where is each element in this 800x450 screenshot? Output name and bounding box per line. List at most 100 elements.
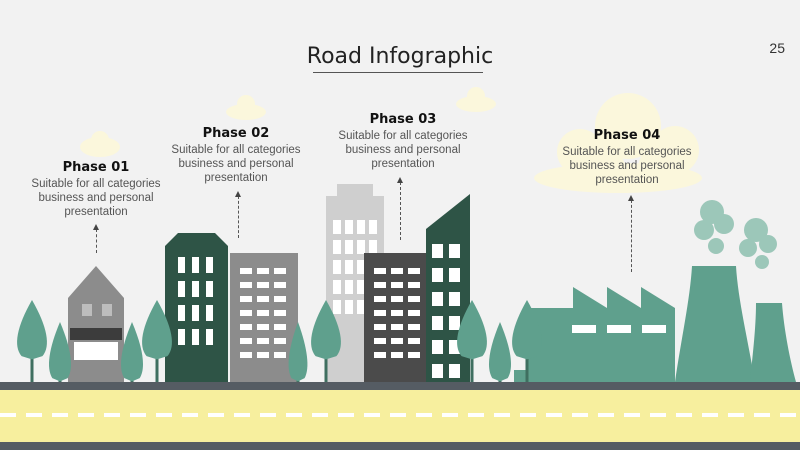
window — [206, 329, 213, 345]
window — [408, 268, 420, 274]
window — [257, 352, 269, 358]
phase-04: Phase 04 Suitable for all categories bus… — [547, 128, 707, 187]
window — [369, 220, 377, 234]
window — [206, 305, 213, 321]
window — [391, 324, 403, 330]
tree-icon — [512, 300, 542, 360]
window — [374, 338, 386, 344]
window — [357, 280, 365, 294]
window — [432, 244, 443, 258]
window — [391, 282, 403, 288]
window — [449, 292, 460, 306]
window — [432, 340, 443, 354]
window — [240, 268, 252, 274]
window — [408, 338, 420, 344]
window — [391, 296, 403, 302]
window — [206, 257, 213, 273]
building — [230, 253, 298, 382]
window — [274, 296, 286, 302]
window — [408, 352, 420, 358]
window — [374, 324, 386, 330]
window — [432, 268, 443, 282]
window — [192, 257, 199, 273]
building-windows — [178, 257, 213, 345]
phase-title: Phase 03 — [369, 112, 437, 127]
window — [345, 260, 353, 274]
tree-icon — [17, 300, 47, 360]
phase-title: Phase 02 — [202, 126, 270, 141]
window — [432, 292, 443, 306]
tree-icon — [48, 322, 72, 382]
window — [257, 282, 269, 288]
cloud-icon — [226, 95, 266, 120]
window — [274, 338, 286, 344]
window — [274, 352, 286, 358]
building-windows — [432, 244, 460, 378]
window — [391, 310, 403, 316]
phase-description: Suitable for all categories business and… — [562, 146, 692, 186]
window — [240, 282, 252, 288]
tree-trunk — [155, 340, 159, 382]
window — [432, 364, 443, 378]
window — [391, 352, 403, 358]
smoke-icon — [694, 200, 777, 269]
tree-icon — [457, 300, 487, 360]
page-number: 25 — [769, 40, 785, 56]
window — [257, 296, 269, 302]
window — [240, 310, 252, 316]
building-windows — [240, 268, 286, 358]
factory-windows — [572, 325, 666, 333]
window — [192, 305, 199, 321]
window — [333, 300, 341, 314]
tree-icon — [142, 300, 172, 360]
window — [333, 260, 341, 274]
window — [257, 268, 269, 274]
window — [408, 324, 420, 330]
window — [369, 240, 377, 254]
window — [374, 268, 386, 274]
window — [449, 340, 460, 354]
window — [257, 338, 269, 344]
tree-trunk — [324, 340, 328, 382]
window — [357, 300, 365, 314]
building-windows — [374, 268, 420, 358]
window — [449, 364, 460, 378]
phase-04-arrow — [628, 195, 634, 272]
window — [357, 220, 365, 234]
window — [192, 281, 199, 297]
phase-description: Suitable for all categories business and… — [338, 130, 468, 170]
window — [345, 240, 353, 254]
window — [333, 220, 341, 234]
window — [345, 220, 353, 234]
window — [345, 280, 353, 294]
phase-description: Suitable for all categories business and… — [31, 178, 161, 218]
window — [178, 305, 185, 321]
window — [257, 310, 269, 316]
window — [333, 240, 341, 254]
window — [408, 310, 420, 316]
window — [408, 282, 420, 288]
cloud-icon — [80, 131, 120, 157]
window — [374, 296, 386, 302]
window — [374, 310, 386, 316]
window — [240, 296, 252, 302]
window — [178, 281, 185, 297]
window — [257, 324, 269, 330]
phase-title: Phase 01 — [62, 160, 130, 175]
house — [68, 266, 124, 382]
window — [357, 240, 365, 254]
building — [364, 253, 432, 382]
window — [449, 244, 460, 258]
phase-02: Phase 02 Suitable for all categories bus… — [156, 126, 316, 185]
tree-icon — [488, 322, 512, 382]
window — [192, 329, 199, 345]
window — [357, 260, 365, 274]
window — [240, 352, 252, 358]
window — [206, 281, 213, 297]
phase-description: Suitable for all categories business and… — [171, 144, 301, 184]
window — [274, 268, 286, 274]
window — [449, 268, 460, 282]
window — [240, 338, 252, 344]
